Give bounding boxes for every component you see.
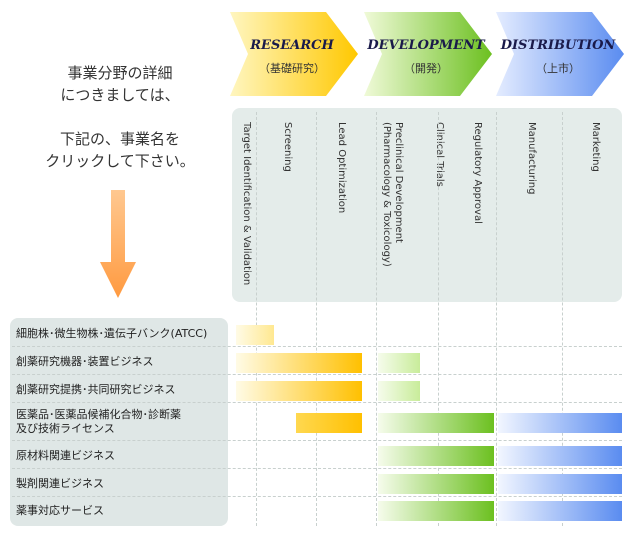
coverage-bar-distribution bbox=[498, 501, 622, 521]
row-divider bbox=[12, 496, 622, 497]
intro-text: 事業分野の詳細 につきましては、 下記の、事業名を クリックして下さい。 bbox=[20, 62, 220, 172]
row-divider bbox=[12, 402, 622, 403]
coverage-bar-distribution bbox=[498, 474, 622, 494]
row-divider bbox=[12, 440, 622, 441]
coverage-bar-development bbox=[378, 381, 420, 401]
stage-panel bbox=[232, 108, 622, 302]
stage-target-identification: Target Identification & Validation bbox=[241, 122, 252, 286]
business-link-raw-materials[interactable]: 原材料関連ビジネス bbox=[16, 449, 115, 462]
stage-lead-optimization: Lead Optimization bbox=[336, 122, 347, 214]
grid-line bbox=[376, 112, 377, 526]
business-panel bbox=[10, 318, 228, 526]
grid-line bbox=[438, 112, 439, 526]
intro-line: 事業分野の詳細 bbox=[67, 64, 173, 82]
business-label: 医薬品･医薬品候補化合物･診断薬 bbox=[16, 408, 181, 421]
grid-line bbox=[256, 112, 257, 526]
business-link-research-collaboration[interactable]: 創薬研究提携･共同研究ビジネス bbox=[16, 383, 176, 396]
business-link-research-equipment[interactable]: 創薬研究機器･装置ビジネス bbox=[16, 355, 154, 368]
coverage-bar-development bbox=[378, 446, 494, 466]
phase-subtitle: （上市） bbox=[536, 62, 580, 75]
stage-marketing: Marketing bbox=[590, 122, 601, 172]
phase-title: RESEARCH bbox=[250, 38, 334, 53]
row-divider bbox=[12, 468, 622, 469]
grid-line bbox=[496, 112, 497, 526]
phase-title: DEVELOPMENT bbox=[367, 38, 485, 53]
coverage-bar-development bbox=[378, 353, 420, 373]
phase-distribution: DISTRIBUTION （上市） bbox=[494, 10, 626, 98]
coverage-bar-distribution bbox=[498, 413, 622, 433]
business-link-regulatory-services[interactable]: 薬事対応サービス bbox=[16, 504, 104, 517]
business-link-formulation[interactable]: 製剤関連ビジネス bbox=[16, 477, 104, 490]
stage-screening: Screening bbox=[282, 122, 293, 172]
coverage-bar-distribution bbox=[498, 446, 622, 466]
phase-development: DEVELOPMENT （開発） bbox=[362, 10, 494, 98]
coverage-bar-development bbox=[378, 413, 494, 433]
phase-research: RESEARCH （基礎研究） bbox=[228, 10, 360, 98]
coverage-bar-research bbox=[236, 325, 274, 345]
coverage-bar-research bbox=[236, 381, 362, 401]
business-link-cell-bank[interactable]: 細胞株･微生物株･遺伝子バンク(ATCC) bbox=[16, 327, 208, 340]
stage-regulatory-approval: Regulatory Approval bbox=[472, 122, 483, 224]
business-label: 及び技術ライセンス bbox=[16, 422, 115, 435]
intro-line: クリックして下さい。 bbox=[45, 152, 195, 170]
grid-line bbox=[562, 112, 563, 526]
row-divider bbox=[12, 346, 622, 347]
stage-clinical-trials: Clinical Trials bbox=[434, 122, 445, 187]
grid-line bbox=[316, 112, 317, 526]
stage-preclinical-development: Preclinical Development (Pharmacology & … bbox=[381, 122, 404, 267]
stage-manufacturing: Manufacturing bbox=[526, 122, 537, 195]
row-divider bbox=[12, 374, 622, 375]
intro-line: につきましては、 bbox=[60, 86, 180, 104]
intro-line: 下記の、事業名を bbox=[59, 130, 180, 148]
phase-subtitle: （基礎研究） bbox=[259, 62, 325, 75]
business-link-pharma-licensing[interactable]: 医薬品･医薬品候補化合物･診断薬 及び技術ライセンス bbox=[16, 408, 181, 436]
phase-title: DISTRIBUTION bbox=[500, 38, 616, 53]
down-arrow-icon bbox=[100, 190, 136, 298]
phase-subtitle: （開発） bbox=[404, 62, 448, 75]
coverage-bar-research bbox=[296, 413, 362, 433]
coverage-bar-research bbox=[236, 353, 362, 373]
coverage-bar-development bbox=[378, 501, 494, 521]
coverage-bar-development bbox=[378, 474, 494, 494]
